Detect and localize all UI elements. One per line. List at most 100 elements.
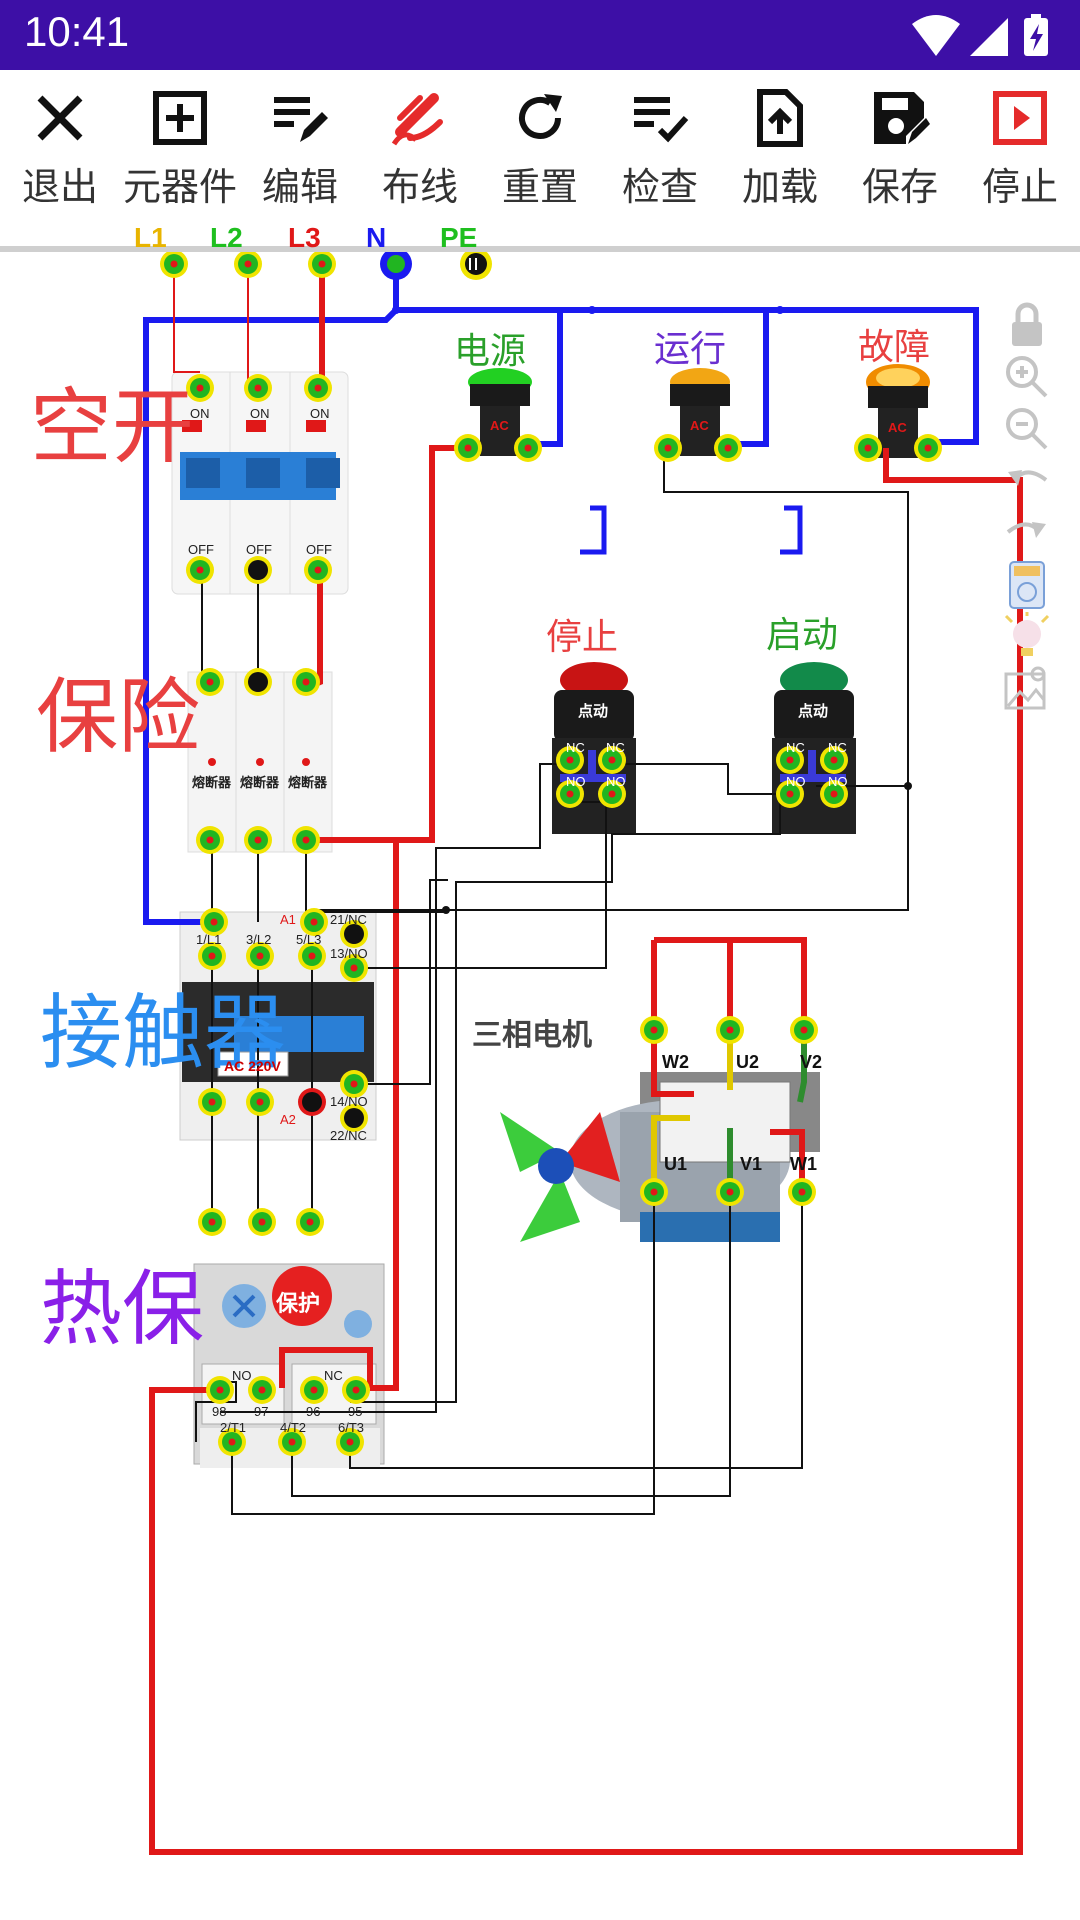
circuit-breaker[interactable] [171,371,349,595]
contactor-no13: 13/NO [330,946,368,961]
edit-label: 编辑 [261,165,338,209]
terminal-pe [460,252,492,280]
contactor-t2: 3/L2 [246,932,272,947]
lamp-label-fault: 故障 [858,327,931,368]
exit-label: 退出 [21,165,98,209]
circuit-canvas[interactable]: L1 L2 L3 N PE 空开 保险 接触器 热保 电源 运行 故障 停止 启… [0,222,1080,1920]
stop-no-right: NO [606,774,626,789]
stop-button[interactable]: 停止 [960,88,1080,211]
wiring-label: 布线 [381,165,458,209]
fuse-label-2: 熔断器 [240,775,280,790]
terminal-l3 [308,252,336,278]
image-button[interactable] [1002,664,1058,716]
section-fuse: 保险 [36,670,201,765]
stop-label: 停止 [981,165,1058,209]
stop-nc-left: NC [566,740,585,755]
thermal-95: 95 [348,1404,363,1419]
breaker-on-3: ON [310,406,330,421]
motor-title: 三相电机 [472,1018,592,1053]
contactor-t1: 1/L1 [196,932,222,947]
contactor-no14: 14/NO [330,1094,368,1109]
start-nc-right: NC [828,740,847,755]
thermal-protect-label: 保护 [276,1291,321,1316]
wiring-diagram [143,252,1023,1855]
redo-button[interactable] [1002,508,1058,560]
fuse-label-1: 熔断器 [192,775,232,790]
bulb-button[interactable] [1002,612,1058,664]
motor-u2: U2 [736,1052,760,1072]
stop-no-left: NO [566,774,586,789]
bulb-icon [1004,612,1050,656]
start-no-left: NO [786,774,806,789]
redo-icon [1006,522,1046,538]
three-phase-motor[interactable] [500,1072,820,1242]
terminal-l2 [234,252,262,278]
exit-button[interactable]: 退出 [0,88,120,211]
power-lamp[interactable] [468,368,532,456]
label-pe: PE [440,222,478,253]
wiring-button[interactable]: 布线 [360,88,480,211]
components-button[interactable]: 元器件 [120,88,240,211]
wifi-icon [912,15,960,56]
phase-wires [149,264,1023,1855]
contactor-nc21: 21/NC [330,912,367,927]
check-label: 检查 [621,165,698,209]
stop-nc-right: NC [606,740,625,755]
stop-play-icon [993,91,1047,145]
save-icon [874,92,930,144]
label-n: N [366,222,387,253]
motor-u1: U1 [664,1154,688,1174]
undo-button[interactable] [1002,456,1058,508]
check-button[interactable]: 检查 [600,88,720,211]
run-lamp[interactable] [670,368,730,456]
multimeter-icon [1009,561,1045,609]
start-no-right: NO [828,774,848,789]
lamp-label-power: 电源 [454,331,527,372]
save-button[interactable]: 保存 [840,88,960,211]
load-label: 加载 [741,165,818,209]
close-icon [37,95,83,141]
breaker-off-3: OFF [306,542,332,557]
status-time: 10:41 [24,8,130,55]
meter-button[interactable] [1002,560,1058,612]
terminal-l1 [160,252,188,278]
status-icons [912,12,1052,62]
thermal-96: 96 [306,1404,321,1419]
label-l1: L1 [134,222,167,253]
undo-icon [1008,470,1048,486]
pushbutton-label-start: 启动 [766,615,839,656]
lamp-label-run: 运行 [654,329,727,370]
upload-file-icon [757,89,803,147]
jog-label-start: 点动 [798,703,829,720]
lock-button[interactable] [1002,300,1058,352]
edit-button[interactable]: 编辑 [240,88,360,211]
zoom-in-button[interactable] [1002,352,1058,404]
thermal-t3: 6/T3 [338,1420,365,1435]
refresh-icon [519,94,562,139]
neutral-wires [143,264,979,925]
fuse-block[interactable] [187,671,333,853]
thermal-no: NO [232,1368,252,1383]
edit-list-icon [274,97,328,142]
label-l2: L2 [210,222,243,253]
lamp-code-power: AC [490,418,509,433]
thermal-98: 98 [212,1404,227,1419]
components-label: 元器件 [122,165,237,209]
motor-v1: V1 [740,1154,763,1174]
breaker-on-1: ON [190,406,210,421]
contactor-nc22: 22/NC [330,1128,367,1143]
contactor-a2: A2 [280,1112,296,1127]
save-label: 保存 [861,165,938,209]
section-contactor: 接触器 [40,986,287,1081]
load-button[interactable]: 加载 [720,88,840,211]
contactor-a1: A1 [280,912,296,927]
lamp-code-fault: AC [888,420,907,435]
zoom-out-button[interactable] [1002,404,1058,456]
wire-icon [391,93,443,146]
add-box-icon [153,91,207,145]
zoom-out-icon [1006,408,1048,450]
thermal-97: 97 [254,1404,269,1419]
image-icon [1004,666,1046,710]
check-list-icon [634,97,689,143]
reset-button[interactable]: 重置 [480,88,600,211]
